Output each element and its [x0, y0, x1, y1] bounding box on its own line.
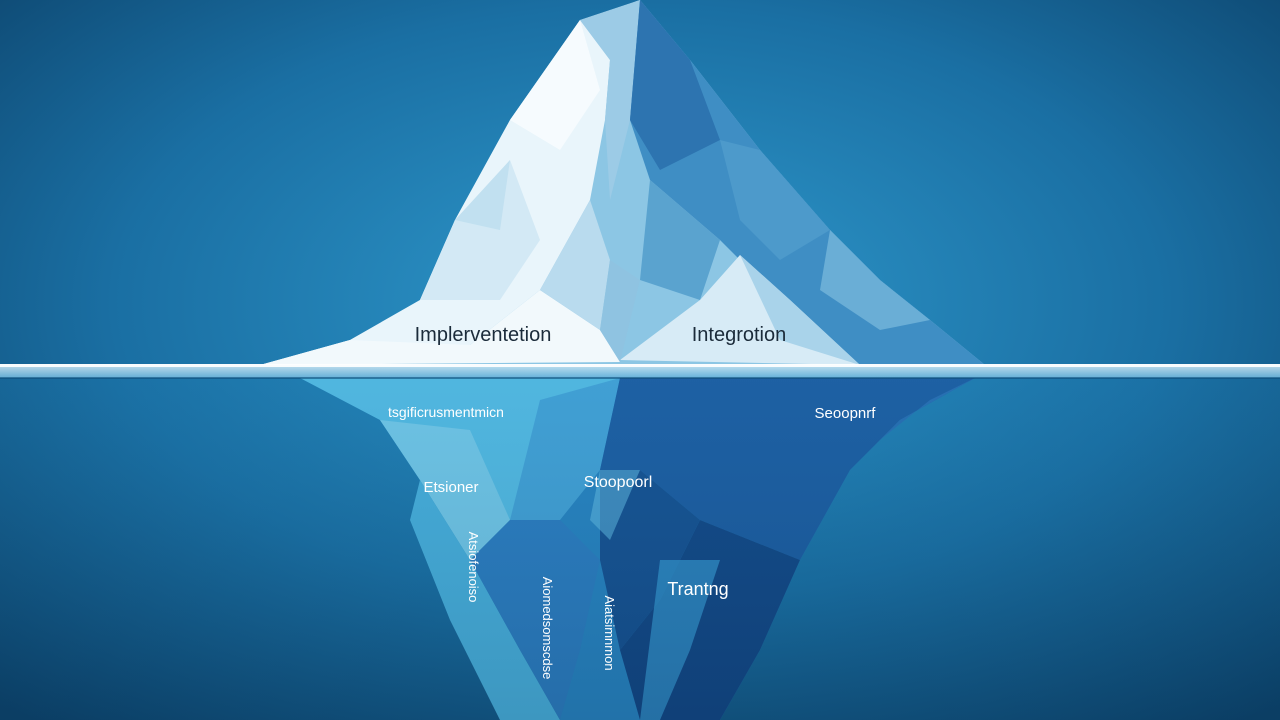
label-vertical-left: Atsiofenoiso [466, 532, 481, 603]
label-above-left: Implerventetion [415, 324, 552, 346]
label-below-top-left: tsgificrusmentmicn [388, 404, 504, 420]
label-vertical-center-left: Aiomedsomscdse [540, 577, 555, 680]
waterline [0, 364, 1280, 379]
label-above-right: Integrotion [692, 324, 787, 346]
label-vertical-center-right: Aiatsimnmon [602, 595, 617, 670]
water-overlay [0, 376, 1280, 720]
label-below-lower-right: Trantng [667, 579, 728, 599]
label-below-mid-left: Etsioner [423, 479, 478, 496]
label-below-top-right: Seoopnrf [815, 405, 877, 422]
iceberg-above-water [260, 0, 985, 365]
label-below-mid-center: Stoopoorl [584, 474, 653, 491]
